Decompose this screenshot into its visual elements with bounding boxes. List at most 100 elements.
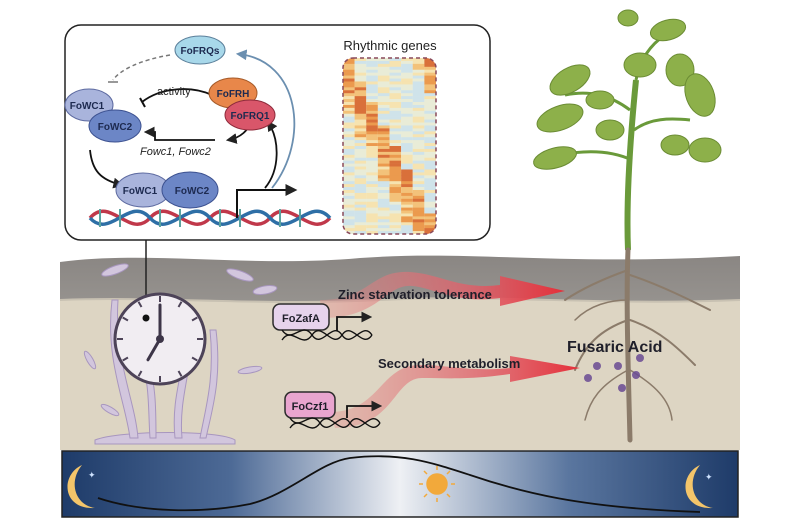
heatmap-cell: [343, 190, 355, 194]
heatmap-cell: [354, 192, 367, 197]
heatmap-cell: [412, 134, 425, 138]
heatmap-cell: [424, 198, 436, 203]
clock-tick: [191, 316, 198, 322]
heatmap-cell: [343, 113, 355, 117]
zinc-starvation-label: Zinc starvation tolerance: [338, 287, 492, 302]
heatmap-cell: [377, 72, 390, 76]
heatmap-cell: [401, 75, 413, 79]
heatmap-cell: [401, 187, 413, 191]
heatmap-cell: [354, 181, 367, 185]
heatmap-cell: [401, 58, 413, 62]
heatmap-cell: [412, 110, 425, 115]
heatmap-cell: [343, 216, 355, 220]
heatmap-cell: [401, 231, 413, 234]
heatmap-cell: [412, 225, 425, 229]
heatmap-cell: [424, 63, 436, 68]
foczf1-label: FoCzf1: [292, 401, 329, 413]
heatmap-cell: [401, 181, 413, 185]
heatmap-cell: [343, 184, 355, 188]
heatmap-cell: [377, 204, 390, 208]
fowc2-node: [88, 109, 142, 143]
heatmap-cell: [366, 93, 378, 97]
heatmap-cell: [424, 78, 436, 82]
heatmap-cell: [343, 137, 355, 141]
heatmap-cell: [343, 195, 355, 200]
heatmap-cell: [377, 195, 390, 200]
fusaric-acid-label: Fusaric Acid: [567, 339, 662, 356]
heatmap-cell: [412, 178, 425, 182]
heatmap-cell: [354, 198, 367, 203]
heatmap-cell: [343, 99, 355, 103]
heatmap-cell: [354, 169, 367, 173]
heatmap-cell: [377, 163, 390, 167]
heatmap-cell: [377, 160, 390, 164]
heatmap-cell: [424, 69, 436, 73]
heatmap-cell: [377, 207, 390, 211]
heatmap-cell: [343, 143, 355, 147]
heatmap-cell: [389, 140, 402, 144]
heatmap-cell: [366, 102, 378, 106]
heatmap-cell: [424, 87, 436, 91]
heatmap-cell: [343, 84, 355, 88]
heatmap-cell: [412, 90, 425, 94]
heatmap-cell: [354, 201, 367, 205]
heatmap-cell: [412, 157, 425, 161]
heatmap-cell: [343, 60, 355, 65]
heatmap-cell: [401, 198, 413, 203]
heatmap-cell: [366, 178, 378, 182]
heatmap-cell: [389, 151, 402, 156]
heatmap-cell: [424, 93, 436, 97]
rhythm-curve: [97, 455, 701, 513]
heatmap-cell: [412, 169, 425, 173]
heatmap-cell: [366, 184, 378, 188]
heatmap-cell: [377, 99, 390, 103]
heatmap-cell: [389, 93, 402, 97]
heatmap-cell: [412, 192, 425, 197]
heatmap-cell: [389, 225, 402, 229]
heatmap-cell: [412, 75, 425, 79]
heatmap-cell: [401, 102, 413, 106]
heatmap-cell: [412, 216, 425, 220]
heatmap-cell: [424, 219, 436, 223]
heatmap-cell: [424, 222, 436, 226]
heatmap-cell: [343, 222, 355, 226]
heatmap-cell: [343, 201, 355, 205]
heatmap-cell: [401, 96, 413, 100]
heatmap-cell: [343, 119, 355, 123]
heatmap-title: Rhythmic genes: [343, 38, 437, 53]
heatmap-cell: [389, 160, 402, 164]
heatmap-cell: [366, 75, 378, 79]
heatmap-cell: [389, 122, 402, 126]
zinc-arrow: [320, 271, 565, 318]
heatmap-cell: [401, 90, 413, 94]
heatmap-cell: [377, 84, 390, 88]
fofrq1-label: FoFRQ1: [231, 111, 270, 122]
heatmap-cell: [424, 102, 436, 106]
heatmap-cell: [424, 195, 436, 200]
heatmap-cell: [354, 166, 367, 170]
heatmap-cell: [366, 210, 378, 214]
heatmap-cell: [343, 116, 355, 120]
heatmap-cell: [354, 143, 367, 147]
heatmap-cell: [354, 87, 367, 91]
heatmap-cell: [389, 69, 402, 73]
heatmap-cell: [424, 143, 436, 147]
heatmap-cell: [389, 58, 402, 62]
heatmap-cell: [354, 178, 367, 182]
heatmap-cell: [424, 207, 436, 211]
heatmap-cell: [389, 201, 402, 205]
heatmap-cell: [366, 228, 378, 232]
svg-text:✦: ✦: [705, 472, 713, 482]
heatmap-cell: [412, 175, 425, 179]
heatmap-cell: [401, 207, 413, 211]
heatmap-cell: [366, 143, 378, 147]
heatmap-cell: [366, 175, 378, 179]
heatmap-cell: [377, 93, 390, 97]
heatmap-cell: [424, 128, 436, 132]
heatmap-cell: [354, 75, 367, 79]
heatmap-cell: [354, 110, 367, 115]
heatmap-cell: [377, 146, 390, 150]
heatmap-cell: [401, 225, 413, 229]
heatmap-cell: [412, 151, 425, 156]
heatmap-cell: [412, 99, 425, 103]
